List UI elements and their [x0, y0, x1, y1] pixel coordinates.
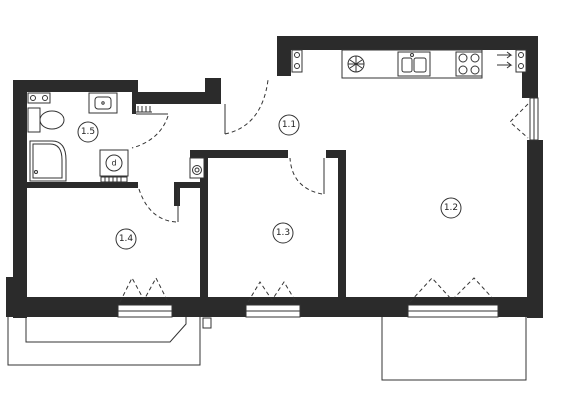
room-label-1-4: 1.4	[115, 228, 137, 250]
svg-text:1.3: 1.3	[276, 228, 290, 238]
svg-text:1.5: 1.5	[81, 127, 95, 137]
radiator-icon	[515, 49, 527, 73]
washing-machine-icon: d	[99, 149, 129, 177]
radiator-icon	[100, 176, 128, 183]
interior-walls	[27, 104, 346, 300]
window-swings	[119, 103, 529, 303]
cooktop-icon	[455, 51, 483, 77]
sink-icon	[88, 92, 118, 114]
svg-text:d: d	[111, 159, 116, 168]
svg-text:1.2: 1.2	[444, 203, 458, 213]
room-label-1-5: 1.5	[77, 121, 99, 143]
shower-icon	[29, 140, 67, 182]
bathroom-fixtures: d	[27, 92, 152, 183]
radiator-icon	[291, 49, 303, 73]
windows	[117, 97, 539, 318]
room-label-1-2: 1.2	[440, 197, 462, 219]
stove-icon	[347, 55, 365, 73]
doors	[131, 79, 325, 223]
toilet-icon	[27, 107, 65, 133]
room-label-1-1: 1.1	[278, 114, 300, 136]
boiler-icon	[189, 157, 205, 179]
svg-text:1.4: 1.4	[119, 234, 134, 244]
balcony-right	[381, 316, 527, 381]
radiator-icon	[27, 92, 51, 104]
kitchen-sink-icon	[397, 51, 431, 77]
ventilation-icon	[136, 106, 152, 113]
kitchen-fixtures	[291, 49, 527, 79]
room-label-1-3: 1.3	[272, 222, 294, 244]
balcony-left	[7, 316, 212, 366]
svg-text:1.1: 1.1	[282, 120, 296, 130]
ventilation-icon	[497, 51, 513, 69]
